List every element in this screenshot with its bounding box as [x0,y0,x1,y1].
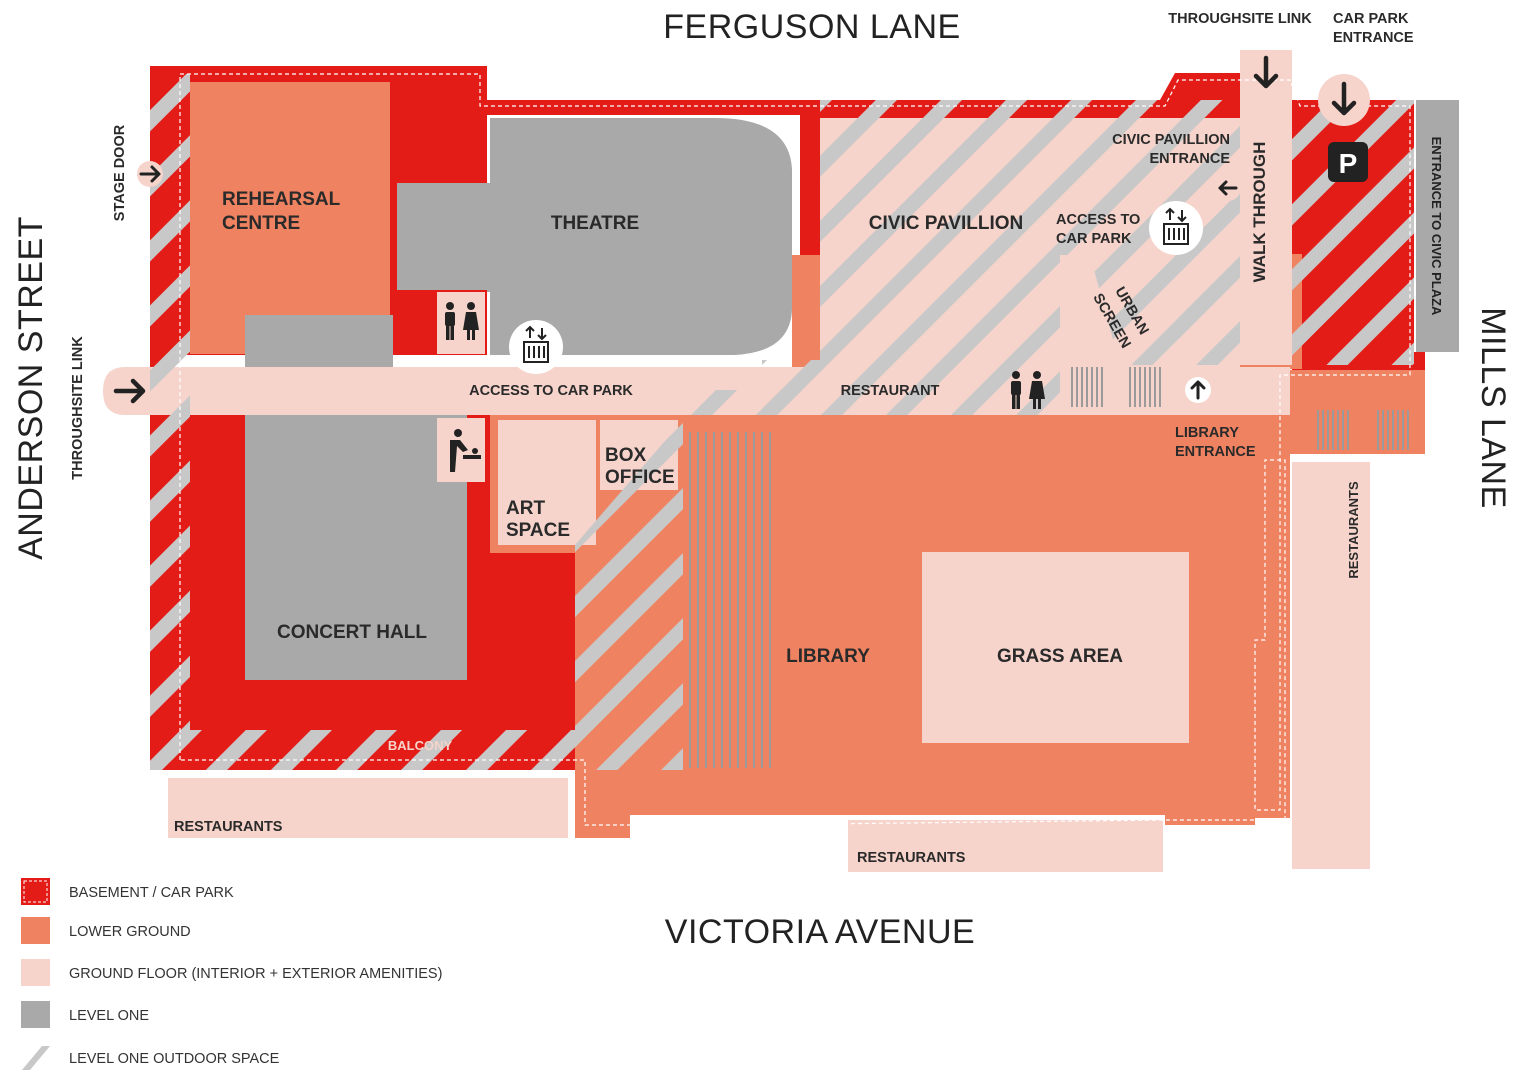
street-victoria-avenue: VICTORIA AVENUE [665,913,975,951]
arrow-icon [1185,377,1211,403]
toilets-icon [445,302,479,340]
label-throughsite-north: THROUGHSITE LINK [1168,11,1312,27]
arrow-icon [1318,74,1370,126]
parking-symbol: P [1339,148,1358,179]
lift-icon [1149,201,1203,255]
street-anderson-street: ANDERSON STREET [12,216,50,560]
label-library-entrance-1: LIBRARY [1175,425,1239,441]
legend: BASEMENT / CAR PARK LOWER GROUND GROUND FL… [21,878,442,1071]
room-concert-hall: CONCERT HALL [277,622,427,643]
label-restaurants-east: RESTAURANTS [1346,481,1361,579]
label-throughsite-west: THROUGHSITE LINK [70,336,86,480]
site-boundary [179,73,1411,826]
legend-label: LOWER GROUND [69,924,191,940]
label-civic-entrance-2: ENTRANCE [1149,151,1230,167]
toilets-icon [1011,371,1045,409]
legend-label: LEVEL ONE [69,1008,149,1024]
legend-swatch [21,878,50,905]
label-access-car-park-corridor: ACCESS TO CAR PARK [469,383,633,399]
steps [689,367,1409,768]
arrow-icon [1215,175,1241,201]
room-library: LIBRARY [786,646,870,667]
legend-swatch [21,959,50,986]
label-entrance-civic-plaza: ENTRANCE TO CIVIC PLAZA [1429,137,1444,316]
legend-label: BASEMENT / CAR PARK [69,885,234,901]
street-mills-lane: MILLS LANE [1474,307,1512,509]
legend-swatch-hatch [22,1046,50,1070]
legend-label: LEVEL ONE OUTDOOR SPACE [69,1051,280,1067]
baby-change-icon [450,429,481,472]
arrow-icons [113,55,1370,404]
arrow-icon [113,378,146,404]
label-car-park-entrance-2: ENTRANCE [1333,30,1414,46]
label-stage-door: STAGE DOOR [112,124,128,221]
room-art-line1: ART [506,498,545,519]
label-restaurants-southwest: RESTAURANTS [174,819,283,835]
arrow-icon [1253,55,1279,89]
room-theatre: THEATRE [551,213,639,234]
label-walk-through: WALK THROUGH [1250,142,1269,283]
level-one-zone [245,100,1459,680]
legend-swatch [21,917,50,944]
room-box-line1: BOX [605,445,647,466]
room-box-line2: OFFICE [605,467,675,488]
room-rehearsal-line2: CENTRE [222,213,300,234]
label-civic-entrance-1: CIVIC PAVILLION [1112,132,1230,148]
parking-icon: P [1328,142,1368,182]
label-restaurants-south: RESTAURANTS [857,850,966,866]
legend-swatch [21,1001,50,1028]
street-ferguson-lane: FERGUSON LANE [663,8,960,46]
legend-swatch-dash [23,880,48,903]
label-car-park-entrance-1: CAR PARK [1333,11,1409,27]
label-access-car-park-1: ACCESS TO [1056,212,1140,228]
room-civic-pavillion: CIVIC PAVILLION [869,213,1023,234]
legend-label: GROUND FLOOR (INTERIOR + EXTERIOR AMENIT… [69,966,442,982]
room-grass-area: GRASS AREA [997,646,1123,667]
lift-icon [509,320,563,374]
label-balcony: BALCONY [388,738,453,753]
room-art-line2: SPACE [506,520,570,541]
arrow-icon [137,161,163,187]
label-access-car-park-2: CAR PARK [1056,231,1132,247]
room-rehearsal-line1: REHEARSAL [222,189,341,210]
label-library-entrance-2: ENTRANCE [1175,444,1256,460]
room-restaurant: RESTAURANT [841,383,940,399]
